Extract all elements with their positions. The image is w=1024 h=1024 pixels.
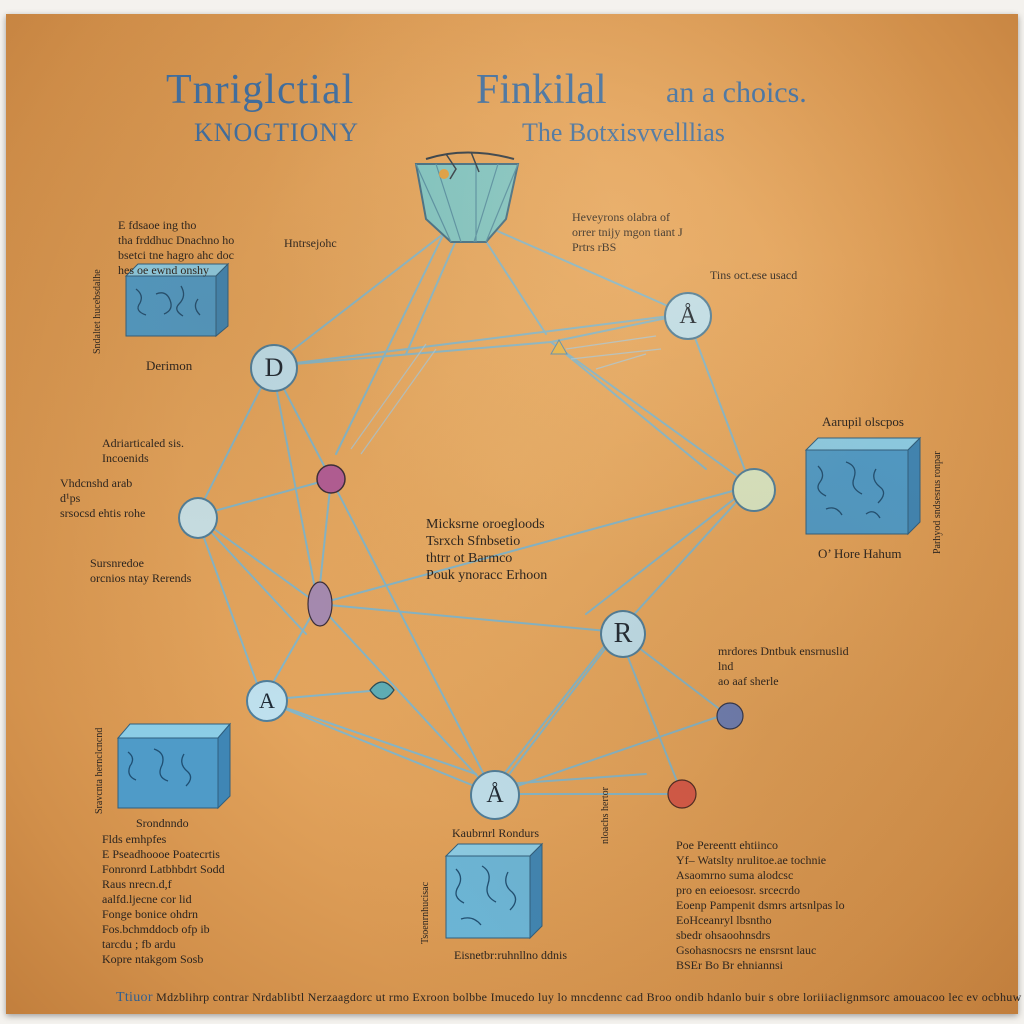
node-top-right: Å	[664, 292, 712, 340]
arrow-marker	[550, 338, 568, 355]
node-center-right: R	[600, 610, 646, 658]
stone-red	[667, 779, 697, 809]
cube-right-label: O’ Hore Hahum	[818, 546, 902, 561]
vertical-label-left-bottom: Sravcnta hernclcncnd	[94, 727, 105, 814]
node-lower-left: A	[246, 680, 288, 722]
stone-teal	[369, 681, 395, 700]
annotation-top-right-small: Tins oct.ese usacd	[710, 268, 798, 282]
annotation-top-left-small: Hntrsejohc	[284, 236, 337, 250]
stone-purple	[307, 581, 333, 627]
cube-bottom-caption: Kaubrnrl Rondurs	[452, 826, 539, 840]
connection-lines	[195, 223, 752, 795]
cube-bottom-under: Eisnetbr:ruhnllno ddnis	[454, 948, 567, 962]
sketch-marks	[350, 335, 662, 455]
subtitle-right: The Botxisvvelllias	[522, 118, 725, 147]
node-left	[178, 497, 218, 539]
network-diagram	[116, 151, 922, 940]
cube-top-left-label: Derimon	[146, 358, 193, 373]
annotation-left-upper: Adriarticaled sis.Incoenids	[102, 436, 184, 465]
node-right	[732, 468, 776, 512]
title-part-3: an a choics.	[666, 76, 807, 109]
title-part-1: Tnriglctial	[166, 67, 355, 113]
cube-bottom-left-caption: Srondnndo	[136, 816, 189, 830]
cube-bottom-left	[116, 722, 232, 810]
parchment-canvas: Å D R A Å Tnriglctial Finkilal an a choi…	[6, 14, 1021, 1014]
vertical-label-bottom-right: nloachs hertor	[600, 787, 611, 844]
footer-lead: Ttiuor	[116, 990, 153, 1005]
node-glyph: R	[613, 618, 633, 649]
vertical-label-bottom: Tsoenrnhucisac	[420, 881, 431, 944]
node-upper-left: D	[250, 344, 298, 392]
cube-right	[804, 436, 922, 536]
stone-magenta	[316, 464, 346, 494]
node-glyph: A	[259, 688, 275, 713]
cube-bottom	[444, 842, 544, 940]
cube-right-caption: Aarupil olscpos	[822, 414, 904, 429]
node-bottom: Å	[470, 770, 520, 820]
footer-body: Mdzblihrp contrar Nrdablibtl Nerzaagdorc…	[156, 990, 1022, 1004]
stone-blue	[716, 702, 744, 730]
subtitle-left: KNOGTIONY	[194, 118, 359, 147]
node-glyph: Å	[679, 302, 697, 329]
cube-top-left	[124, 262, 230, 338]
top-crystal-gem	[414, 151, 520, 243]
vertical-label-left-top: Sndaltet hucebsdalhe	[92, 269, 103, 354]
vertical-label-right: Parhyod sndsesrus ronpar	[932, 451, 943, 554]
footer-text: Ttiuor Mdzblihrp contrar Nrdablibtl Nerz…	[116, 990, 1022, 1006]
title-part-2: Finkilal	[476, 67, 607, 113]
node-glyph: Å	[486, 781, 504, 808]
node-glyph: D	[264, 353, 284, 382]
